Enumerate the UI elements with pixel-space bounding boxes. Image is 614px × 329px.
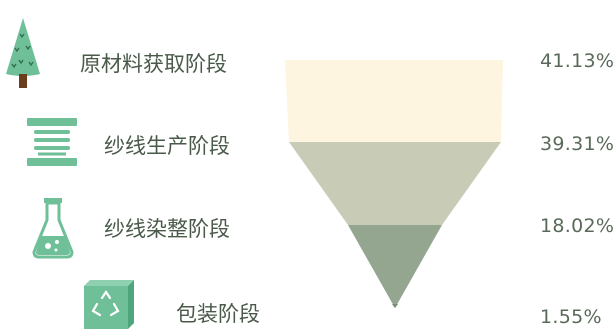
category-label: 纱线生产阶段 (104, 134, 230, 158)
flask-icon (32, 196, 74, 260)
category-label: 原材料获取阶段 (80, 52, 227, 76)
funnel-segment (348, 225, 442, 308)
yarn-spool-icon (24, 116, 80, 168)
funnel-segment (392, 304, 398, 308)
data-label: 18.02% (540, 215, 614, 237)
tree-icon (2, 16, 44, 90)
data-label: 39.31% (540, 133, 614, 155)
data-label: 41.13% (540, 50, 614, 72)
funnel-segment (285, 60, 503, 142)
funnel-segment (289, 142, 501, 225)
recycle-box-icon (78, 280, 134, 329)
category-label: 包装阶段 (176, 302, 260, 326)
data-label: 1.55% (540, 306, 602, 328)
category-label: 纱线染整阶段 (104, 217, 230, 241)
